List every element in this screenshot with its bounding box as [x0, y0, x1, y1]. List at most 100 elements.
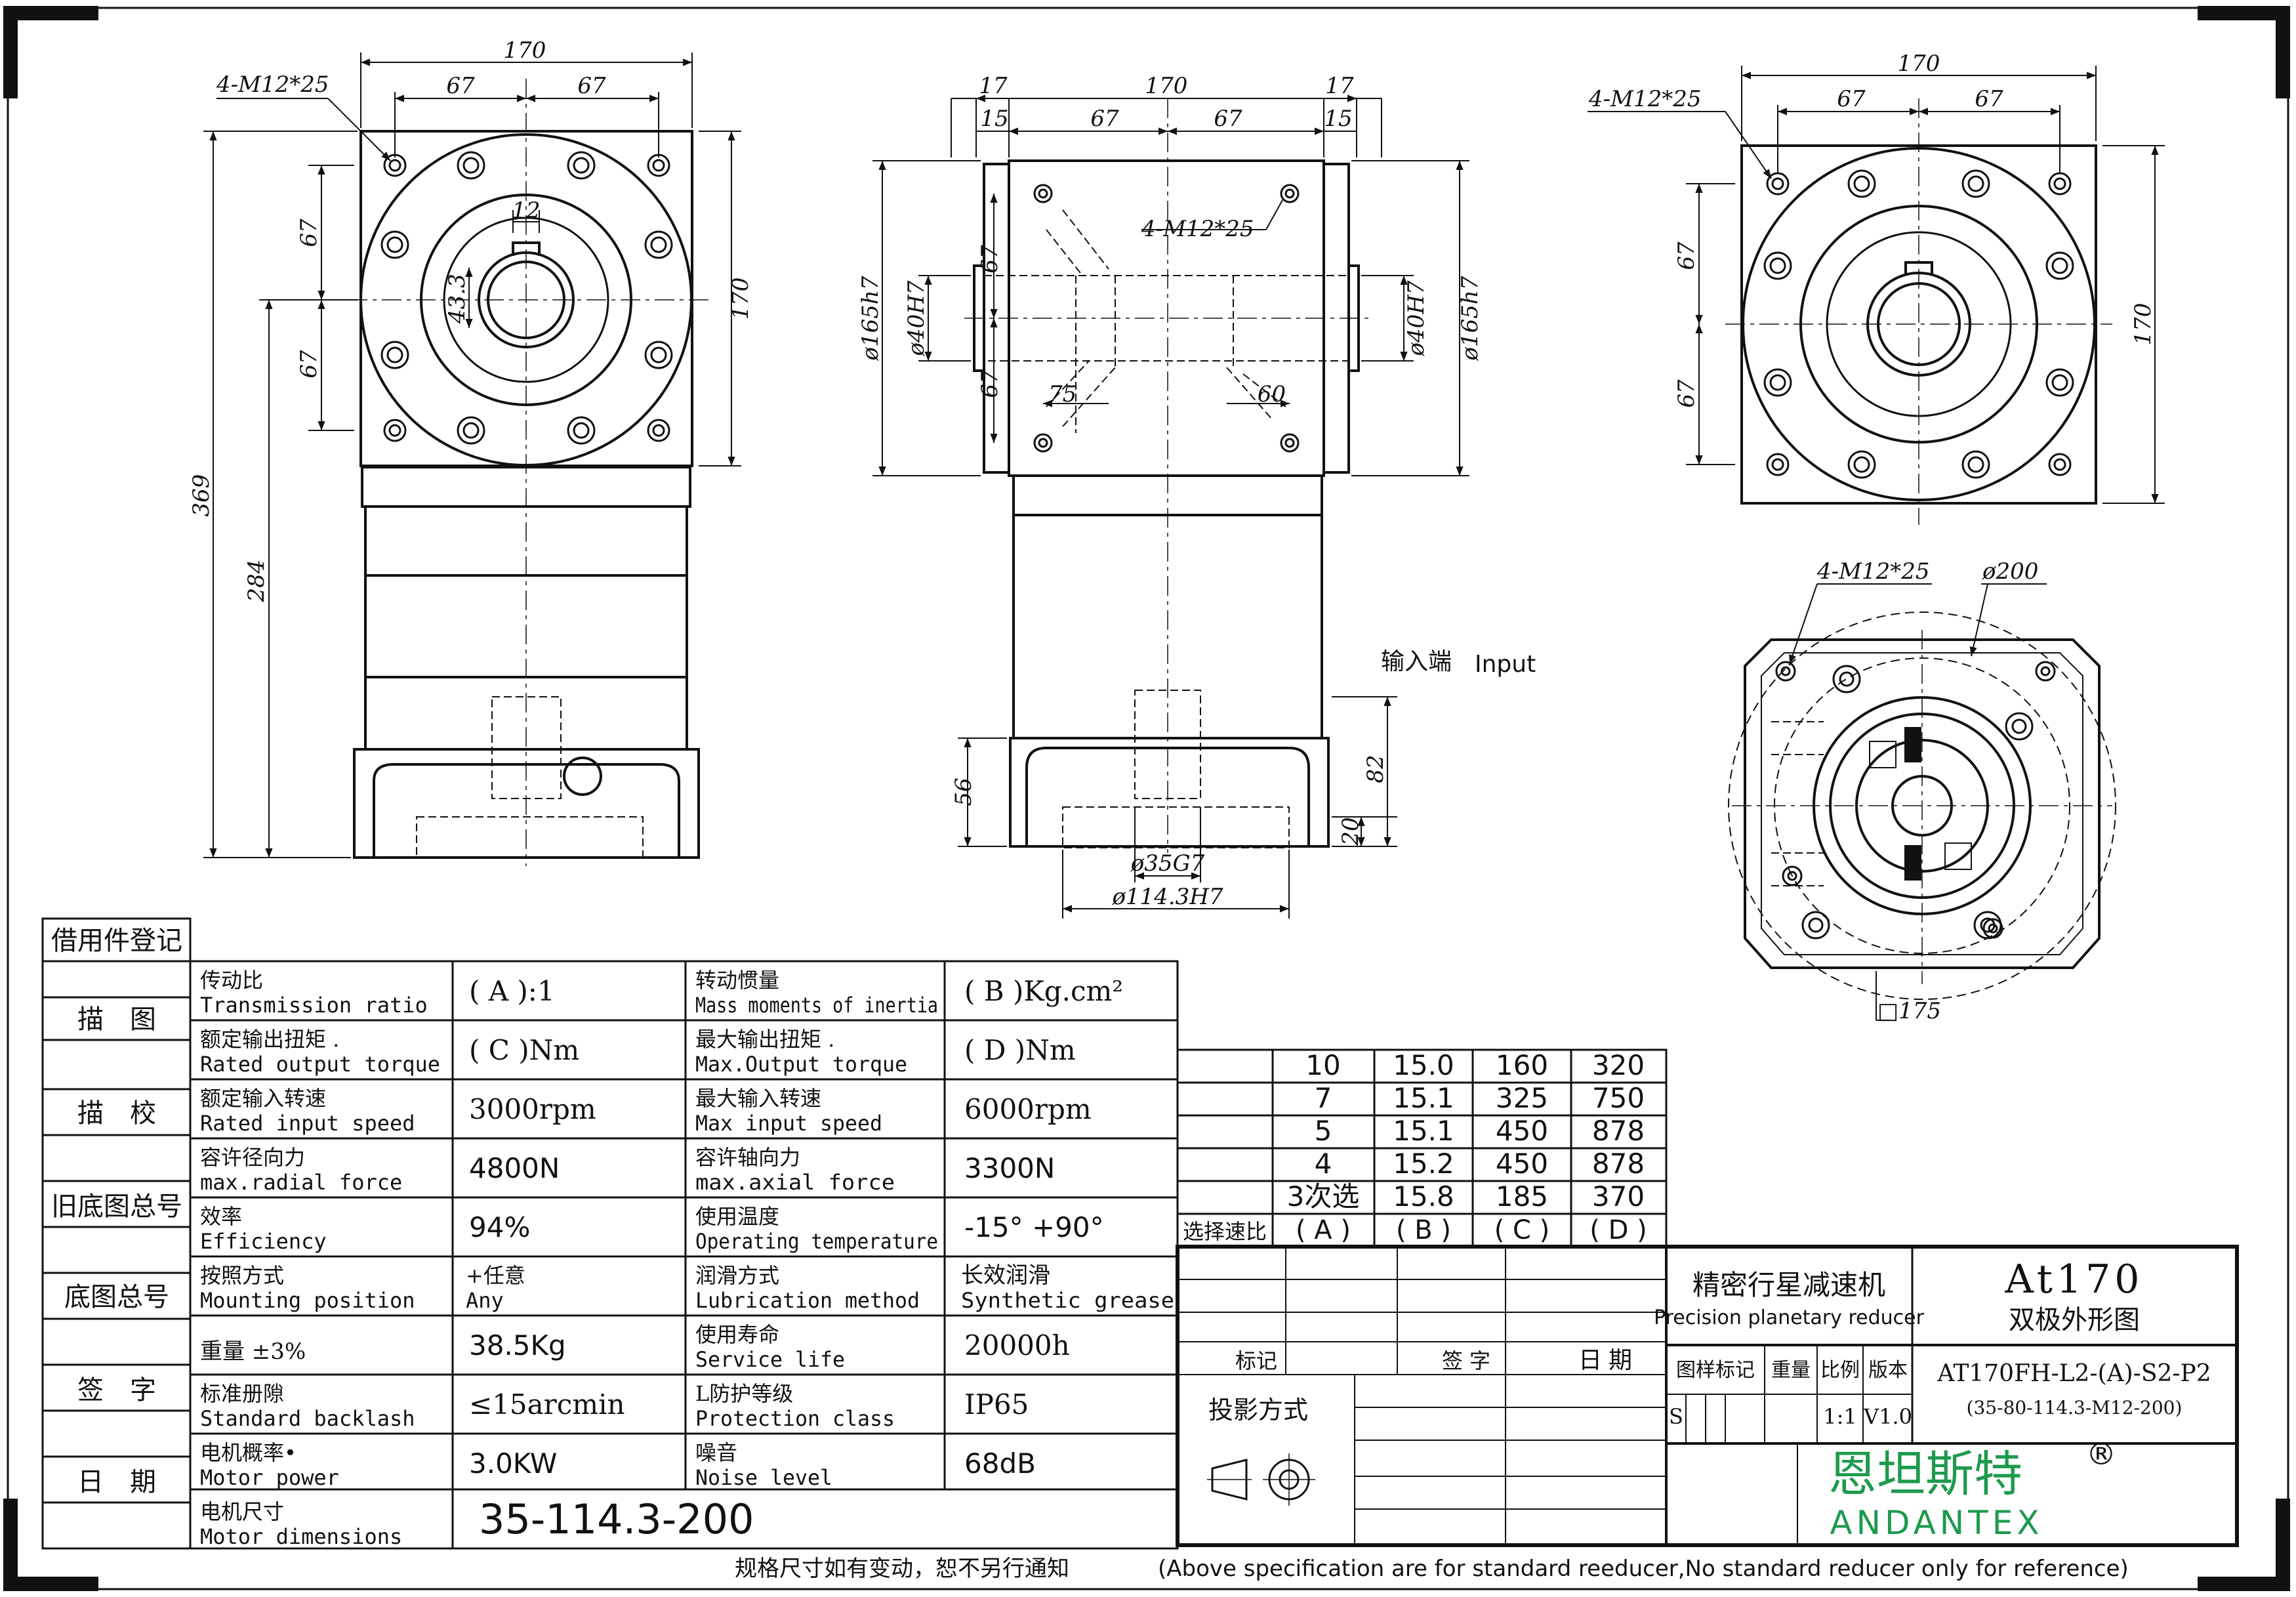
col-mark: 标记 [1235, 1348, 1277, 1373]
spec-label-en: Rated output torque [200, 1052, 440, 1077]
dim-mid-15a: 15 [980, 106, 1008, 132]
dim-mid-v67a: 67 [977, 245, 1003, 274]
dim-mid-20: 20 [1338, 817, 1364, 846]
dim-left-body-length: 284 [243, 560, 270, 603]
spec-label-cn: 电机概率• [200, 1440, 297, 1465]
ratio-cell: 10 [1305, 1049, 1340, 1081]
spec-label-en: max.radial force [200, 1170, 402, 1195]
col-date: 日期 [1578, 1347, 1639, 1374]
hdr-scale: 比例 [1820, 1359, 1860, 1382]
spec-value: ( D )Nm [964, 1034, 1076, 1066]
spec-value: Synthetic grease [961, 1288, 1174, 1313]
spec-value: 3.0KW [469, 1447, 557, 1480]
spec-label-cn: 容许轴向力 [695, 1145, 800, 1170]
title-block-grid [1176, 1245, 2239, 1547]
spec-value: 4800N [469, 1152, 560, 1184]
spec-label-cn: 最大输出扭矩 . [695, 1027, 834, 1052]
spec-label-cn: 传动比 [200, 968, 263, 993]
spec-value: -15° +90° [964, 1211, 1104, 1243]
dim-left-total-length: 369 [188, 474, 215, 517]
flange-view-dims [1789, 583, 2047, 1021]
spec-label-cn: 按照方式 [200, 1263, 284, 1288]
spec-value: 38.5Kg [469, 1329, 566, 1361]
hdr-weight: 重量 [1771, 1359, 1811, 1382]
dim-left-shaft-height: 43.3 [444, 274, 470, 324]
spec-label-cn: 使用寿命 [695, 1322, 779, 1347]
spec-label-en: Standard backlash [200, 1406, 415, 1431]
dim-mid-60: 60 [1258, 381, 1286, 407]
spec-value: ( C )Nm [469, 1034, 579, 1066]
dim-mid-114: ø114.3H7 [1111, 884, 1223, 910]
dim-right-v67a: 67 [1673, 241, 1700, 270]
left-view [348, 79, 708, 866]
dim-mid-35: ø35G7 [1130, 850, 1205, 877]
dim-right-width: 170 [1898, 51, 1940, 77]
projection-label: 投影方式 [1208, 1396, 1308, 1424]
hdr-version: 版本 [1868, 1359, 1908, 1382]
spec-label-en: Max input speed [695, 1111, 882, 1136]
spec-label-en: Rated input speed [200, 1111, 415, 1136]
ratio-cell: 15.8 [1393, 1180, 1454, 1213]
dimension-labels: 170 67 67 4-M12*25 12 43.3 67 67 170 369… [188, 37, 2156, 1024]
spec-label-cn: 最大输入转速 [695, 1086, 821, 1111]
spec-label-cn: L防护等级 [695, 1381, 793, 1406]
spec-label-cn: 额定输出扭矩 . [200, 1027, 339, 1052]
ratio-table-grid [1176, 1048, 1668, 1248]
spec-value-cn: +任意 [466, 1263, 525, 1288]
brand-name-cn: 恩坦斯特 [1828, 1446, 2022, 1503]
val-scale: 1:1 [1823, 1404, 1857, 1429]
spec-label-cn: 容许径向力 [200, 1145, 305, 1170]
spec-label-en: Transmission ratio [200, 993, 428, 1018]
spec-label-cn: 使用温度 [695, 1204, 779, 1229]
ratio-cell: 15.1 [1393, 1082, 1454, 1114]
spec-label-cn: 重量 ±3% [200, 1338, 306, 1365]
spec-label-cn: 转动惯量 [695, 968, 779, 993]
dim-mid-67b: 67 [1214, 106, 1242, 132]
spec-value: 68dB [964, 1447, 1036, 1480]
ratio-cell: 750 [1592, 1082, 1645, 1114]
brand-registered: ® [2086, 1436, 2116, 1472]
dim-left-half-b: 67 [577, 73, 606, 99]
spec-label-cn: 额定输入转速 [200, 1086, 326, 1111]
right-view-dims [1588, 66, 2165, 504]
ratio-cell: 4 [1315, 1148, 1332, 1180]
hdr-drawing-mark: 图样标记 [1676, 1359, 1755, 1382]
dim-left-half-a: 67 [446, 73, 475, 99]
sidebar-row-sign: 签 字 [77, 1375, 156, 1405]
col-sign: 签字 [1442, 1348, 1497, 1373]
spec-label-en: Mounting position [200, 1288, 415, 1313]
spec-label-cn: 标准册隙 [200, 1381, 284, 1406]
dim-flange-square: □175 [1877, 998, 1941, 1024]
spec-value-cn: 长效润滑 [961, 1262, 1050, 1289]
dim-mid-v67b: 67 [977, 369, 1003, 398]
ratio-cell: 160 [1496, 1049, 1548, 1081]
spec-value: 3000rpm [469, 1093, 596, 1125]
spec-value: IP65 [964, 1388, 1029, 1421]
spec-label-en: Mass moments of inertia [695, 993, 938, 1018]
ratio-footer-cell: ( D ) [1589, 1215, 1647, 1245]
dim-mid-40-left: ø40H7 [903, 280, 930, 356]
ratio-cell: 3次选 [1287, 1180, 1360, 1213]
spec-value: 20000h [964, 1329, 1070, 1361]
dim-right-bolts: 4-M12*25 [1588, 86, 1701, 112]
drawing-code-sub: (35-80-114.3-M12-200) [1967, 1397, 2183, 1419]
sidebar-row-base-number: 底图总号 [64, 1282, 169, 1312]
ratio-cell: 5 [1315, 1115, 1332, 1147]
dim-flange-pcd: ø200 [1982, 558, 2038, 585]
spec-value: ( B )Kg.cm² [964, 975, 1123, 1007]
ratio-cell: 15.0 [1393, 1049, 1454, 1081]
dim-flange-bolts: 4-M12*25 [1816, 558, 1929, 585]
sheet-border [3, 6, 2290, 1591]
spec-label-en: max.axial force [695, 1170, 895, 1195]
spec-label-en: Lubrication method [695, 1288, 920, 1313]
spec-value: Any [466, 1288, 504, 1313]
model-name: At170 [2005, 1256, 2144, 1302]
val-s: S [1669, 1404, 1683, 1429]
drawing-code: AT170FH-L2-(A)-S2-P2 [1937, 1360, 2211, 1387]
dim-mid-67a: 67 [1090, 106, 1119, 132]
dim-mid-170: 170 [1145, 73, 1188, 99]
ratio-cell: 15.1 [1393, 1115, 1454, 1147]
brand-name-en: ANDANTEX [1830, 1504, 2043, 1542]
spec-label-en: Max.Output torque [695, 1052, 907, 1077]
